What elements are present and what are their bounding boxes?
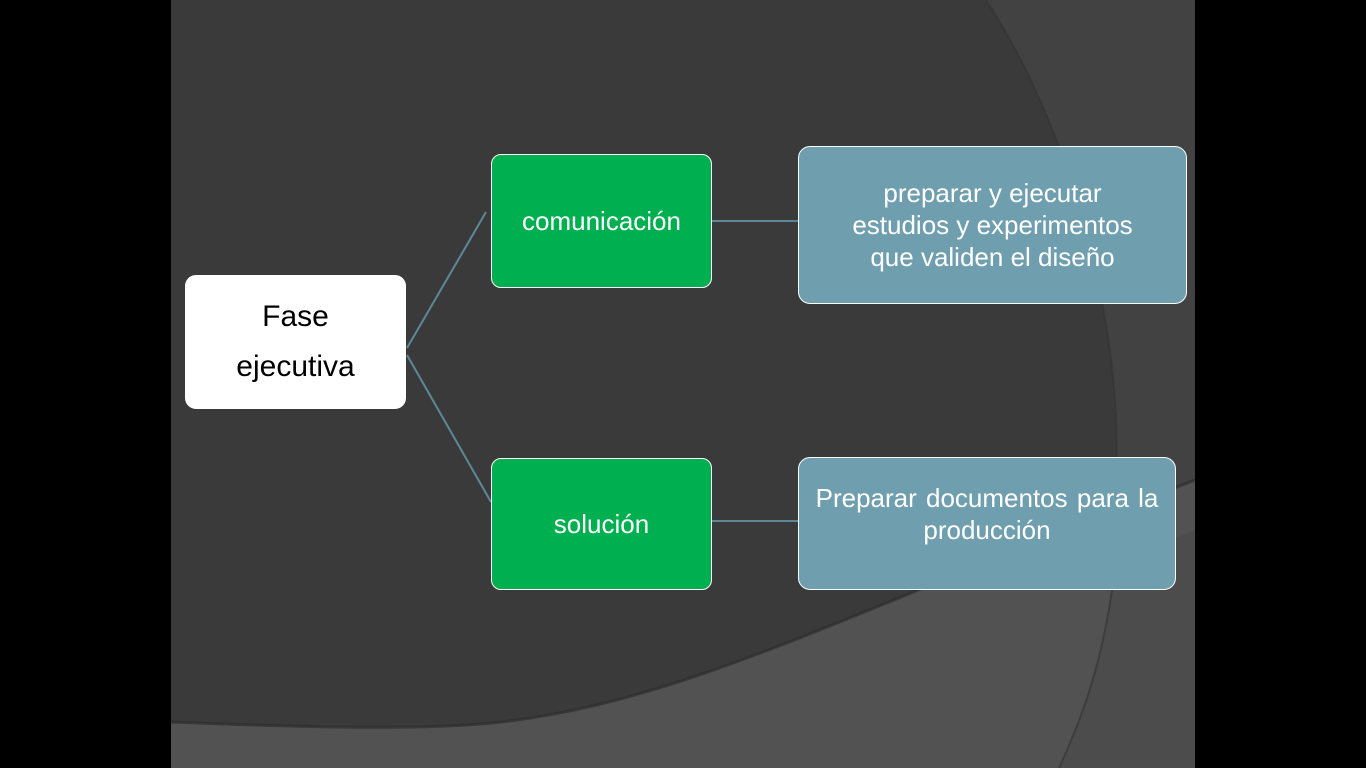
node-preparar-estudios: preparar y ejecutar estudios y experimen… bbox=[798, 146, 1187, 304]
node-label-line: que validen el diseño bbox=[870, 242, 1115, 272]
node-label-line: producción bbox=[923, 514, 1051, 545]
slide: Fase ejecutiva comunicación solución pre… bbox=[171, 0, 1195, 768]
node-label-line: Fase bbox=[262, 300, 329, 333]
node-fase-ejecutiva: Fase ejecutiva bbox=[185, 275, 406, 409]
node-solucion: solución bbox=[491, 458, 712, 590]
node-label: comunicación bbox=[522, 206, 681, 236]
node-label-line: estudios y experimentos bbox=[852, 210, 1133, 240]
node-comunicacion: comunicación bbox=[491, 154, 712, 288]
node-label-line: ejecutiva bbox=[236, 350, 355, 383]
node-label: solución bbox=[553, 509, 650, 539]
node-label-line: Preparar documentos para la bbox=[815, 482, 1159, 513]
node-label-line: preparar y ejecutar bbox=[883, 178, 1102, 208]
node-preparar-documentos: Preparar documentos para la producción bbox=[798, 457, 1176, 590]
